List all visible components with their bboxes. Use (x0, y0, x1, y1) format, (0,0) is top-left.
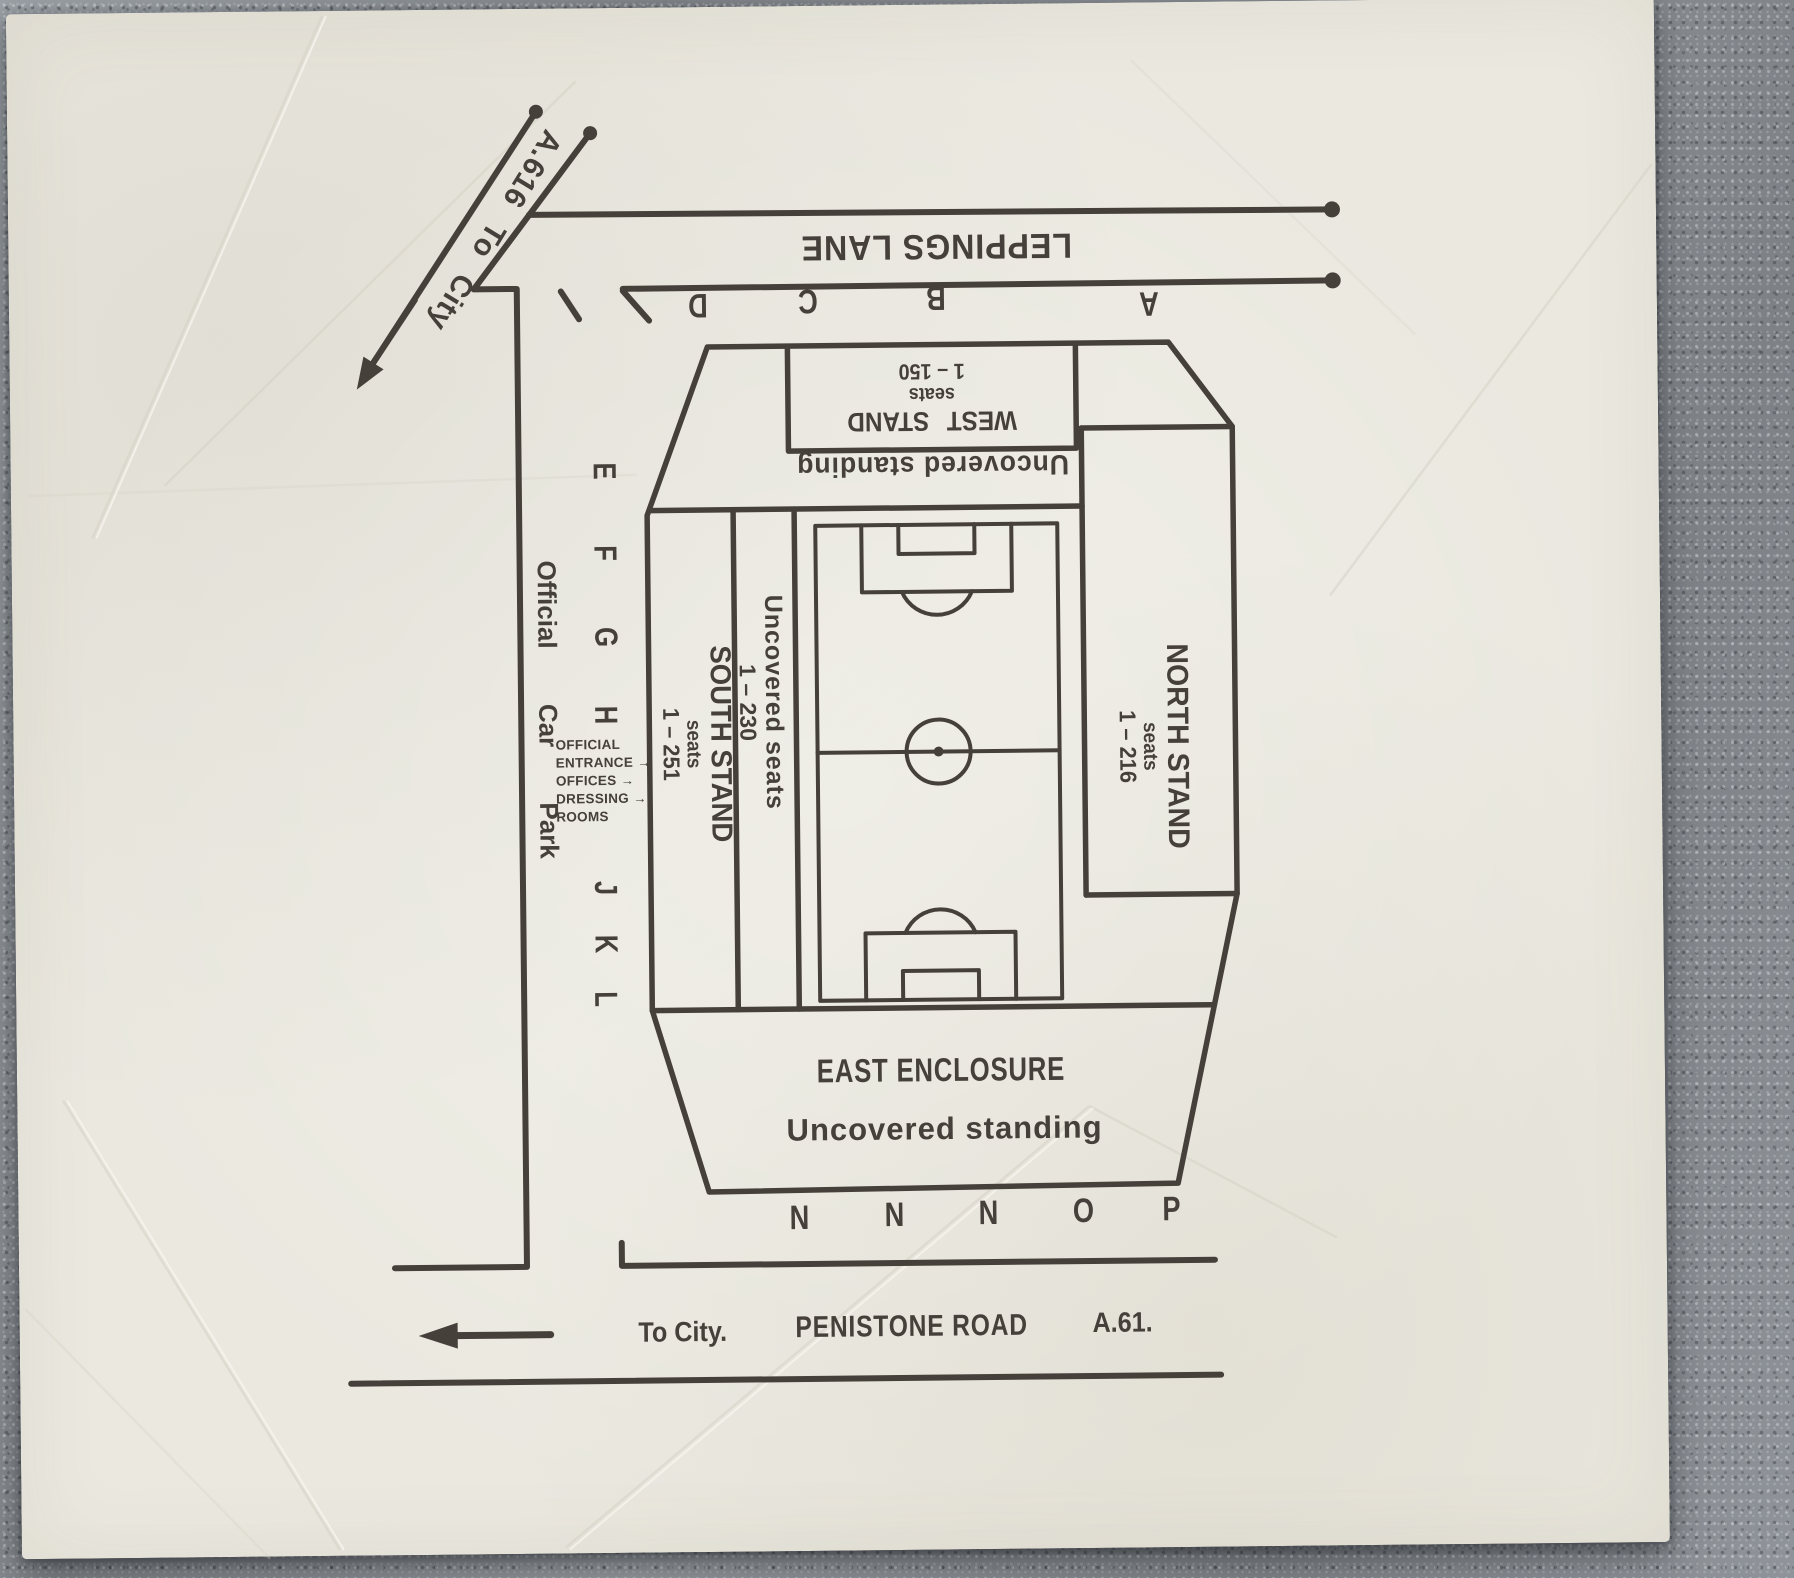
football-pitch (813, 521, 1065, 1003)
uncovered-seats-label: Uncovered seats (758, 594, 790, 810)
east-enclosure-label: EAST ENCLOSURE (816, 1049, 1066, 1090)
uncovered-seats-range: 1 – 230 (734, 664, 762, 742)
facilities-label-block: OFFICIAL ENTRANCE → OFFICES → DRESSING →… (555, 736, 651, 827)
to-city-arrow-penistone (418, 1322, 555, 1349)
pitch-boundary (813, 521, 1065, 1003)
a61-road-number-label: A.61. (1092, 1306, 1153, 1338)
gate-letter-o: O (1072, 1191, 1095, 1231)
gate-letter-e: E (586, 462, 623, 480)
north-stand-inner-edge (1078, 425, 1089, 898)
west-stand-label-block: WEST STAND seats 1 – 150 (847, 357, 1017, 438)
gate-letter-n2: N (884, 1195, 905, 1235)
gate-letter-b: B (925, 278, 946, 317)
south-stand-divider (730, 506, 742, 1013)
north-stand-name: NORTH STAND (1159, 643, 1196, 849)
south-stand-label-block: SOUTH STAND seats 1 – 251 (657, 645, 737, 843)
paper-crease-lines (24, 15, 1653, 1560)
penistone-road-top-edge (618, 1239, 1218, 1269)
facilities-line-official: OFFICIAL (555, 736, 621, 753)
centre-circle (904, 717, 973, 786)
gate-letter-k: K (588, 934, 625, 954)
facilities-line-dressing: DRESSING → (556, 790, 647, 807)
gate-letter-h: H (588, 705, 625, 725)
penistone-road-label: PENISTONE ROAD (795, 1308, 1029, 1345)
gate-letter-p: P (1162, 1190, 1181, 1229)
south-uncovered-seats-block: Uncovered seats 1 – 230 (733, 594, 790, 811)
north-stand-seat-range: 1 – 216 (1114, 709, 1142, 784)
south-stand-seat-range: 1 – 251 (658, 707, 685, 781)
gate-letter-n1: N (789, 1198, 810, 1238)
gate-letter-c: C (797, 281, 818, 321)
paper-crease-highlights (66, 15, 1094, 1551)
north-stand-top-edge (1078, 423, 1235, 431)
gate-letter-f: F (587, 545, 624, 562)
west-terrace-divider (646, 503, 1085, 514)
penistone-road-bottom-edge (348, 1371, 1225, 1387)
north-stand-seats-word: seats (1138, 721, 1162, 771)
west-terrace-label: Uncovered standing (796, 449, 1070, 484)
centre-spot (933, 746, 944, 757)
facilities-line-offices: OFFICES → (555, 772, 635, 789)
gate-letter-d: D (687, 285, 708, 325)
south-stand-name: SOUTH STAND (703, 645, 738, 843)
a616-carpark-road-edge (391, 130, 594, 1272)
leppings-lane-label: LEPPINGS LANE (800, 225, 1073, 268)
leppings-lane-bottom-edge (619, 277, 1336, 292)
facilities-line-rooms: ROOMS (556, 809, 609, 825)
south-stand-seats-word: seats (682, 719, 705, 769)
east-enclosure-top-edge (649, 1001, 1216, 1014)
leppings-lane-top-edge (525, 206, 1335, 218)
north-stand-bottom-edge (1083, 890, 1240, 898)
penalty-arc-top (899, 589, 974, 617)
penalty-area-bottom (863, 929, 1019, 1003)
west-stand-name: WEST STAND (847, 405, 1018, 437)
gate-letter-n3: N (978, 1193, 999, 1233)
entrance-flare-right (619, 287, 653, 324)
stadium-outer-wall (644, 339, 1240, 1195)
to-city-arrow-a616 (356, 297, 418, 390)
gate-letter-g: G (588, 626, 625, 648)
facilities-line-entrance: ENTRANCE → (555, 754, 652, 771)
goal-area-bottom (900, 968, 982, 1002)
gate-letter-j: J (587, 880, 625, 896)
penalty-arc-bottom (903, 907, 978, 935)
west-stand-box (784, 340, 1080, 454)
west-stand-seat-range: 1 – 150 (898, 358, 965, 385)
east-terrace-label: Uncovered standing (786, 1109, 1103, 1148)
to-city-label: To City. (638, 1315, 728, 1348)
goal-area-top (896, 522, 977, 556)
road-line-end-dots (528, 104, 1341, 289)
north-stand-label-block: NORTH STAND seats 1 – 216 (1114, 643, 1195, 849)
gate-letter-l: L (588, 991, 625, 1008)
entrance-flare-left (557, 288, 583, 323)
penalty-area-top (859, 521, 1014, 595)
west-stand-seats-word: seats (908, 382, 956, 406)
gate-letter-a: A (1138, 284, 1159, 323)
south-pitch-fence (791, 506, 803, 1012)
